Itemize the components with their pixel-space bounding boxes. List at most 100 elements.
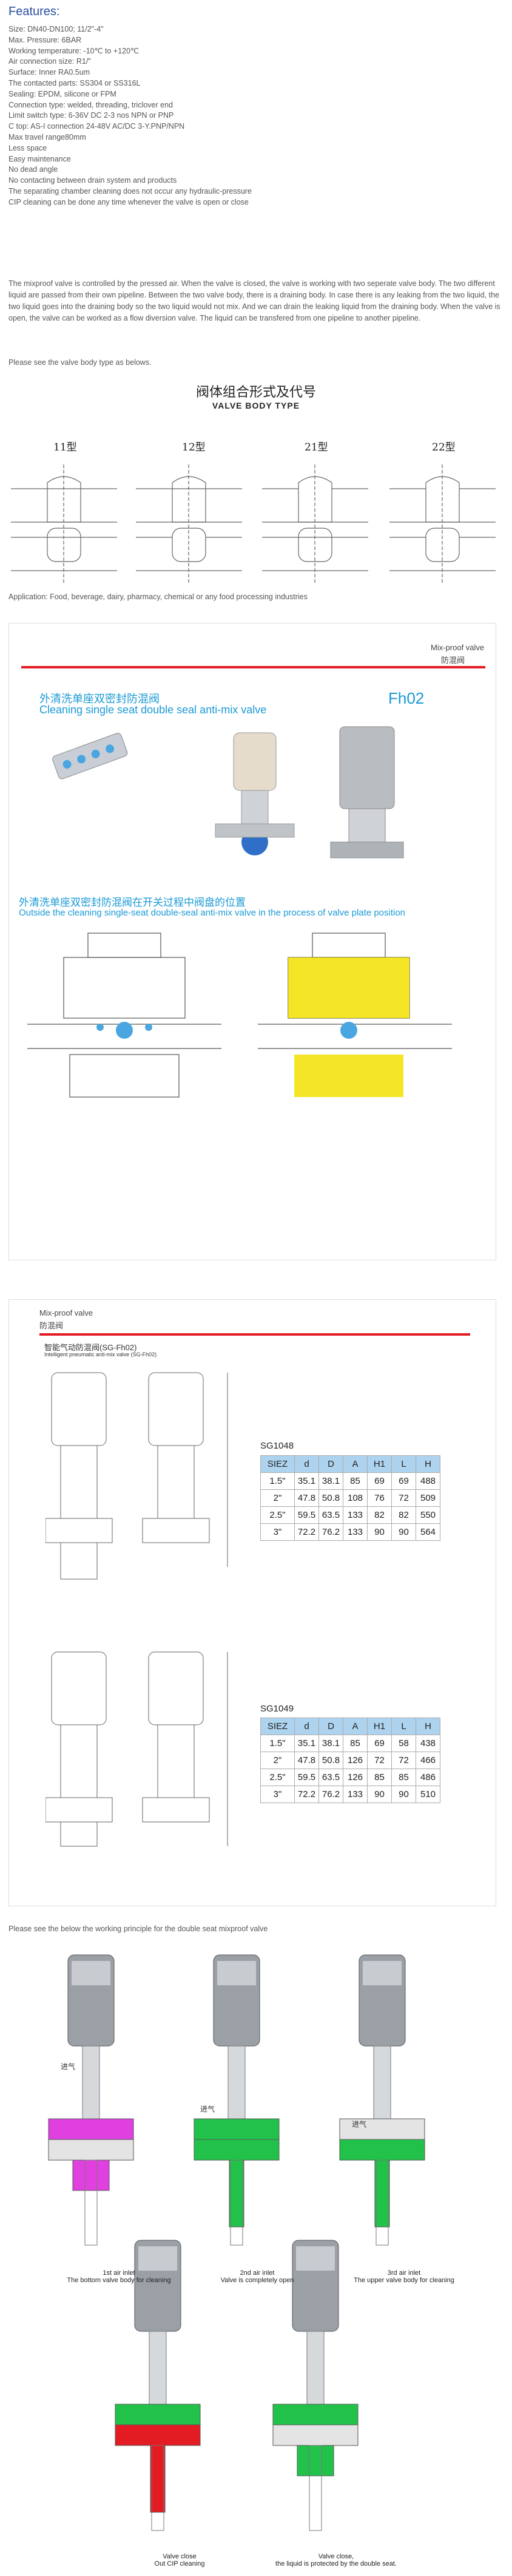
spec-item: The contacted parts: SS304 or SS316L bbox=[8, 78, 141, 87]
table-cell: 59.5 bbox=[294, 1506, 319, 1524]
table-cell: 85 bbox=[343, 1472, 368, 1490]
table-cell: 3" bbox=[260, 1523, 295, 1541]
table-header: d bbox=[294, 1718, 319, 1735]
table-cell: 35.1 bbox=[294, 1472, 319, 1490]
table-cell: 63.5 bbox=[318, 1769, 343, 1786]
sg1049-drawing bbox=[45, 1651, 228, 1847]
table-cell: 488 bbox=[416, 1472, 440, 1490]
sg1049-label: SG1049 bbox=[260, 1704, 294, 1714]
table-cell: 3" bbox=[260, 1786, 295, 1803]
body-type-drawing bbox=[11, 464, 117, 583]
table-header: A bbox=[343, 1455, 368, 1473]
table-cell: 85 bbox=[343, 1735, 368, 1752]
table-cell: 2" bbox=[260, 1489, 295, 1507]
table-cell: 90 bbox=[367, 1786, 392, 1803]
table-cell: 82 bbox=[391, 1506, 416, 1524]
table-cell: 133 bbox=[343, 1786, 368, 1803]
air-in-label: 进气 bbox=[200, 2105, 215, 2113]
see-principle-text: Please see the below the working princip… bbox=[8, 1925, 268, 1933]
red-divider bbox=[21, 666, 485, 668]
spec-item: Less space bbox=[8, 143, 47, 152]
body-type-drawing bbox=[136, 464, 242, 583]
table-cell: 72 bbox=[391, 1489, 416, 1507]
spec-item: Working temperature: -10℃ to +120℃ bbox=[8, 46, 140, 55]
valve-photo bbox=[52, 726, 404, 858]
fh02-heading-cn: 外清洗单座双密封防混阀 bbox=[39, 693, 160, 705]
table-header: H1 bbox=[367, 1455, 392, 1473]
table-cell: 63.5 bbox=[318, 1506, 343, 1524]
principle-diagram bbox=[48, 1954, 134, 2246]
red-divider bbox=[39, 1333, 470, 1336]
position-heading-en: Outside the cleaning single-seat double-… bbox=[19, 908, 406, 918]
table-cell: 72 bbox=[367, 1752, 392, 1769]
table-cell: 108 bbox=[343, 1489, 368, 1507]
principle-caption: Valve close,the liquid is protected by t… bbox=[275, 2553, 397, 2568]
table-cell: 50.8 bbox=[318, 1752, 343, 1769]
sg-fh02-panel: Mix-proof valve 防混阀 智能气动防混阀(SG-Fh02) Int… bbox=[8, 1299, 496, 1906]
body-type-drawing bbox=[262, 464, 368, 583]
table-header: SIEZ bbox=[260, 1455, 295, 1473]
principle-diagram bbox=[272, 2240, 359, 2531]
table-cell: 2" bbox=[260, 1752, 295, 1769]
body-type-label: 21型 bbox=[305, 441, 328, 454]
table-cell: 466 bbox=[416, 1752, 440, 1769]
table-cell: 550 bbox=[416, 1506, 440, 1524]
see-body-types-text: Please see the valve body type as belows… bbox=[8, 358, 152, 367]
table-cell: 564 bbox=[416, 1523, 440, 1541]
table-cell: 76.2 bbox=[318, 1523, 343, 1541]
mixproof-label-cn: 防混阀 bbox=[441, 656, 465, 665]
table-cell: 72.2 bbox=[294, 1786, 319, 1803]
table-cell: 133 bbox=[343, 1523, 368, 1541]
table-cell: 47.8 bbox=[294, 1489, 319, 1507]
air-in-label: 进气 bbox=[61, 2062, 76, 2071]
table-cell: 38.1 bbox=[318, 1472, 343, 1490]
table-cell: 85 bbox=[391, 1769, 416, 1786]
table-cell: 50.8 bbox=[318, 1489, 343, 1507]
body-type-title-en: VALVE BODY TYPE bbox=[212, 401, 300, 410]
table-header: d bbox=[294, 1455, 319, 1473]
body-type-drawing bbox=[389, 464, 496, 583]
spec-item: Sealing: EPDM, silicone or FPM bbox=[8, 89, 116, 98]
spec-item: The separating chamber cleaning does not… bbox=[8, 186, 252, 195]
description-paragraph: The mixproof valve is controlled by the … bbox=[8, 279, 500, 322]
fh02-heading-en: Cleaning single seat double seal anti-mi… bbox=[39, 704, 267, 716]
spec-item: Max. Pressure: 6BAR bbox=[8, 35, 82, 44]
table-cell: 38.1 bbox=[318, 1735, 343, 1752]
spec-item: Surface: Inner RA0.5um bbox=[8, 68, 90, 77]
table-cell: 486 bbox=[416, 1769, 440, 1786]
principle-diagram bbox=[115, 2240, 201, 2531]
table-header: L bbox=[391, 1718, 416, 1735]
working-principle-diagrams bbox=[48, 1954, 425, 2531]
table-cell: 1.5" bbox=[260, 1735, 295, 1752]
table-cell: 47.8 bbox=[294, 1752, 319, 1769]
fh02-panel: Mix-proof valve 防混阀 外清洗单座双密封防混阀 Cleaning… bbox=[8, 623, 496, 1260]
mixproof-label-en: Mix-proof valve bbox=[431, 643, 485, 652]
table-cell: 90 bbox=[367, 1523, 392, 1541]
spec-item: Easy maintenance bbox=[8, 154, 71, 163]
body-type-label: 12型 bbox=[182, 441, 206, 454]
application-text: Application: Food, beverage, dairy, phar… bbox=[8, 593, 308, 601]
table-cell: 69 bbox=[391, 1472, 416, 1490]
position-heading-cn: 外清洗单座双密封防混阀在开关过程中阀盘的位置 bbox=[19, 897, 246, 908]
table-header: A bbox=[343, 1718, 368, 1735]
table-header: H1 bbox=[367, 1718, 392, 1735]
sg1048-label: SG1048 bbox=[260, 1441, 294, 1451]
table-cell: 59.5 bbox=[294, 1769, 319, 1786]
table-cell: 126 bbox=[343, 1769, 368, 1786]
table-cell: 438 bbox=[416, 1735, 440, 1752]
table-cell: 58 bbox=[391, 1735, 416, 1752]
